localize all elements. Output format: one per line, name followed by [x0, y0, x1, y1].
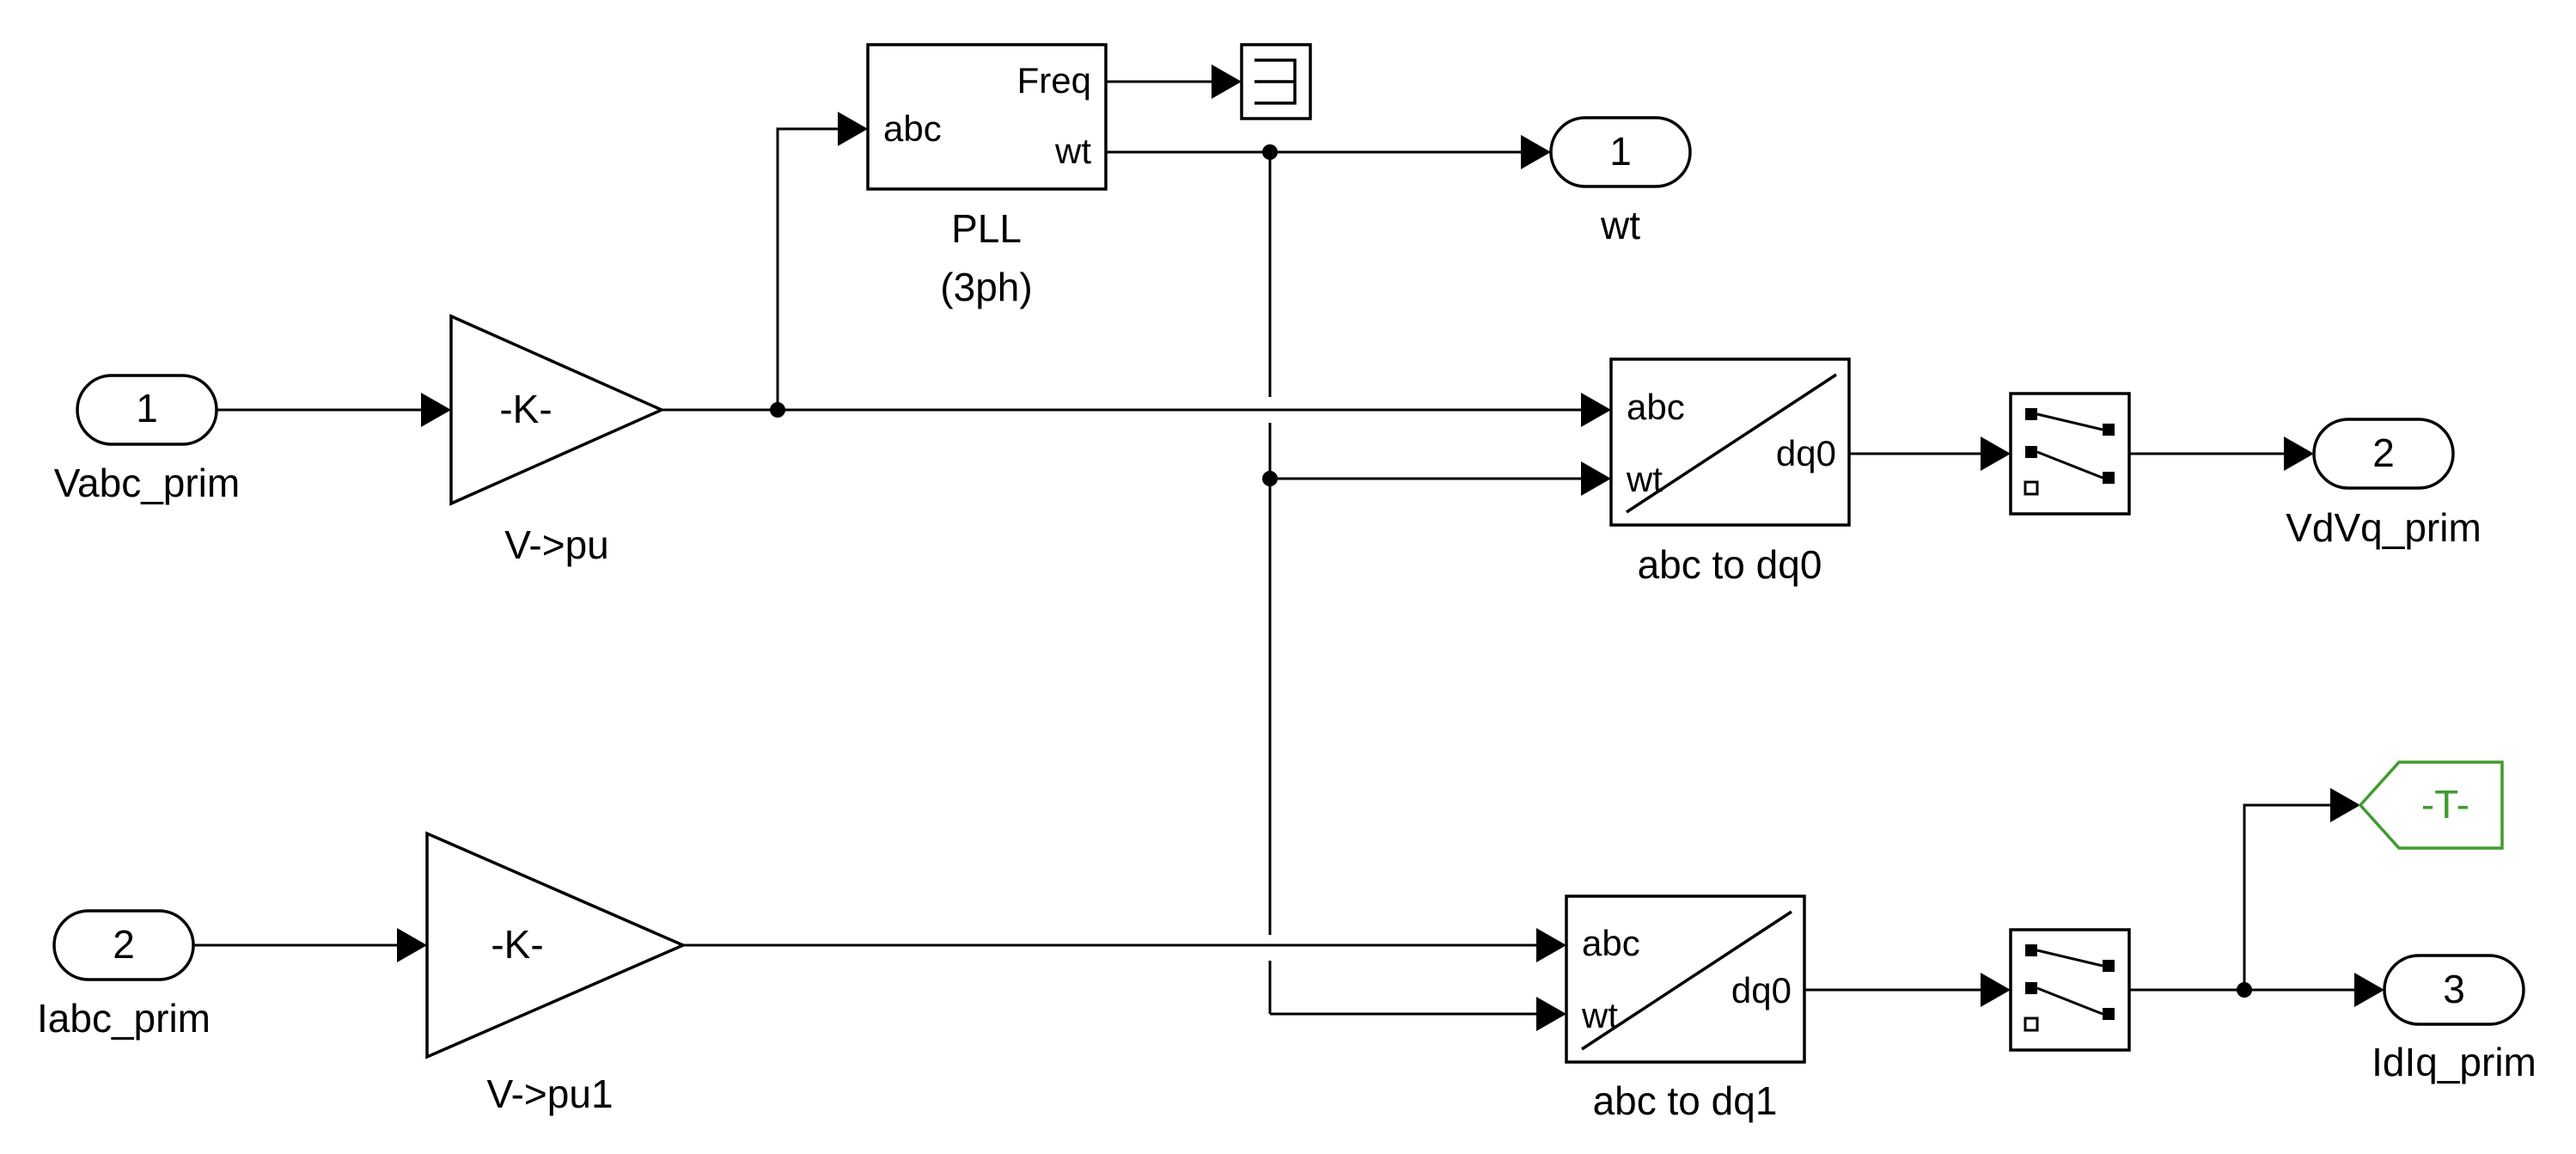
goto-shape: [2358, 760, 2504, 850]
outport-1[interactable]: 1 wt: [1549, 116, 1692, 247]
outport-3[interactable]: 3 IdIq_prim: [2372, 954, 2536, 1084]
abc-to-dq0-diagonal: [1626, 373, 1837, 514]
selector-2-port-3: [2024, 1017, 2039, 1032]
selector-block-1[interactable]: [2009, 392, 2131, 516]
outport-3-name: IdIq_prim: [2372, 1040, 2536, 1084]
selector-2-route-2: [2036, 986, 2103, 1016]
goto-block[interactable]: -T-: [2358, 760, 2504, 850]
signal-wires: [193, 64, 2384, 1031]
pll-port-abc: abc: [883, 108, 942, 149]
pll-port-freq: Freq: [1017, 60, 1091, 101]
pll-block[interactable]: abc Freq wt PLL (3ph): [866, 43, 1108, 309]
inport-2-number: 2: [113, 922, 135, 967]
arrow-terminator: [1212, 64, 1242, 99]
selector-2-route-1: [2036, 949, 2103, 968]
pll-name-line2: (3ph): [940, 265, 1032, 309]
arrow-pll-abc: [838, 112, 868, 146]
outport-2-number: 2: [2372, 430, 2395, 475]
selector-1-out-1: [2103, 424, 2115, 436]
arrow-dq1-wt: [1536, 997, 1566, 1031]
gain-block-1[interactable]: -K- V->pu: [449, 314, 666, 567]
arrow-selector2: [1981, 973, 2011, 1007]
selector-1-port-2: [2025, 446, 2037, 458]
wire-branch-to-pll: [776, 127, 838, 410]
selector-2-port-2: [2025, 982, 2037, 994]
gain-block-2[interactable]: -K- V->pu1: [425, 831, 687, 1116]
gain-1-name: V->pu: [504, 522, 609, 567]
abc-to-dq0-port-abc: abc: [1627, 387, 1685, 427]
pll-name-line1: PLL: [951, 206, 1022, 251]
gain-2-name: V->pu1: [486, 1072, 613, 1116]
abc-to-dq0-port-out: dq0: [1776, 433, 1836, 473]
abc-to-dq0-block[interactable]: abc wt dq0 abc to dq0: [1609, 357, 1851, 587]
inport-1-shape: [76, 374, 218, 446]
arrow-out1: [1521, 135, 1551, 169]
abc-to-dq1-block[interactable]: abc wt dq0 abc to dq1: [1565, 895, 1806, 1123]
arrow-out3: [2354, 973, 2384, 1007]
outport-1-number: 1: [1609, 129, 1632, 174]
inport-1[interactable]: 1 Vabc_prim: [54, 374, 240, 505]
outport-3-shape: [2383, 954, 2525, 1026]
outport-3-number: 3: [2443, 967, 2465, 1011]
outport-1-name: wt: [1600, 203, 1640, 247]
arrow-gain2-input: [397, 928, 427, 962]
selector-2-port-1: [2025, 944, 2037, 956]
abc-to-dq1-diagonal: [1581, 910, 1792, 1051]
inport-1-number: 1: [136, 386, 158, 430]
inport-2-shape: [52, 909, 195, 981]
selector-2-out-2: [2103, 1008, 2115, 1020]
abc-to-dq1-port-wt: wt: [1581, 995, 1618, 1035]
arrow-dq0-wt: [1581, 461, 1611, 496]
selector-2-out-1: [2103, 960, 2115, 972]
inport-2-name: Iabc_prim: [37, 996, 211, 1041]
abc-to-dq1-port-out: dq0: [1731, 970, 1792, 1011]
gain-1-symbol: -K-: [499, 387, 552, 431]
gain-1-shape: [449, 314, 666, 506]
abc-to-dq0-name: abc to dq0: [1638, 542, 1822, 587]
outport-2[interactable]: 2 VdVq_prim: [2286, 418, 2481, 550]
abc-to-dq1-name: abc to dq1: [1593, 1078, 1778, 1123]
selector-1-out-2: [2103, 472, 2115, 484]
selector-1-route-2: [2036, 450, 2103, 479]
arrow-selector1: [1981, 437, 2011, 471]
inport-1-name: Vabc_prim: [54, 461, 240, 505]
arrow-dq0-abc: [1581, 393, 1611, 427]
selector-1-port-1: [2025, 408, 2037, 420]
gain-2-shape: [425, 831, 687, 1059]
outport-2-name: VdVq_prim: [2286, 505, 2481, 550]
arrow-dq1-abc: [1536, 928, 1566, 962]
arrow-gain1-input: [421, 393, 451, 427]
goto-tag: -T-: [2421, 782, 2469, 827]
outport-1-shape: [1549, 116, 1692, 188]
selector-1-port-3: [2024, 480, 2039, 496]
terminator-block[interactable]: [1240, 43, 1312, 120]
outport-2-shape: [2312, 418, 2455, 490]
abc-to-dq1-port-abc: abc: [1582, 923, 1640, 963]
inport-2[interactable]: 2 Iabc_prim: [37, 909, 211, 1041]
selector-block-2[interactable]: [2009, 928, 2131, 1052]
selector-1-route-1: [2036, 412, 2103, 431]
gain-2-symbol: -K-: [491, 922, 543, 967]
wire-branch-to-goto: [2243, 803, 2330, 990]
arrow-goto: [2330, 788, 2360, 822]
pll-port-wt: wt: [1054, 131, 1091, 171]
arrow-out2: [2284, 437, 2314, 471]
pll-shape: [866, 43, 1108, 191]
abc-to-dq0-port-wt: wt: [1626, 459, 1663, 499]
